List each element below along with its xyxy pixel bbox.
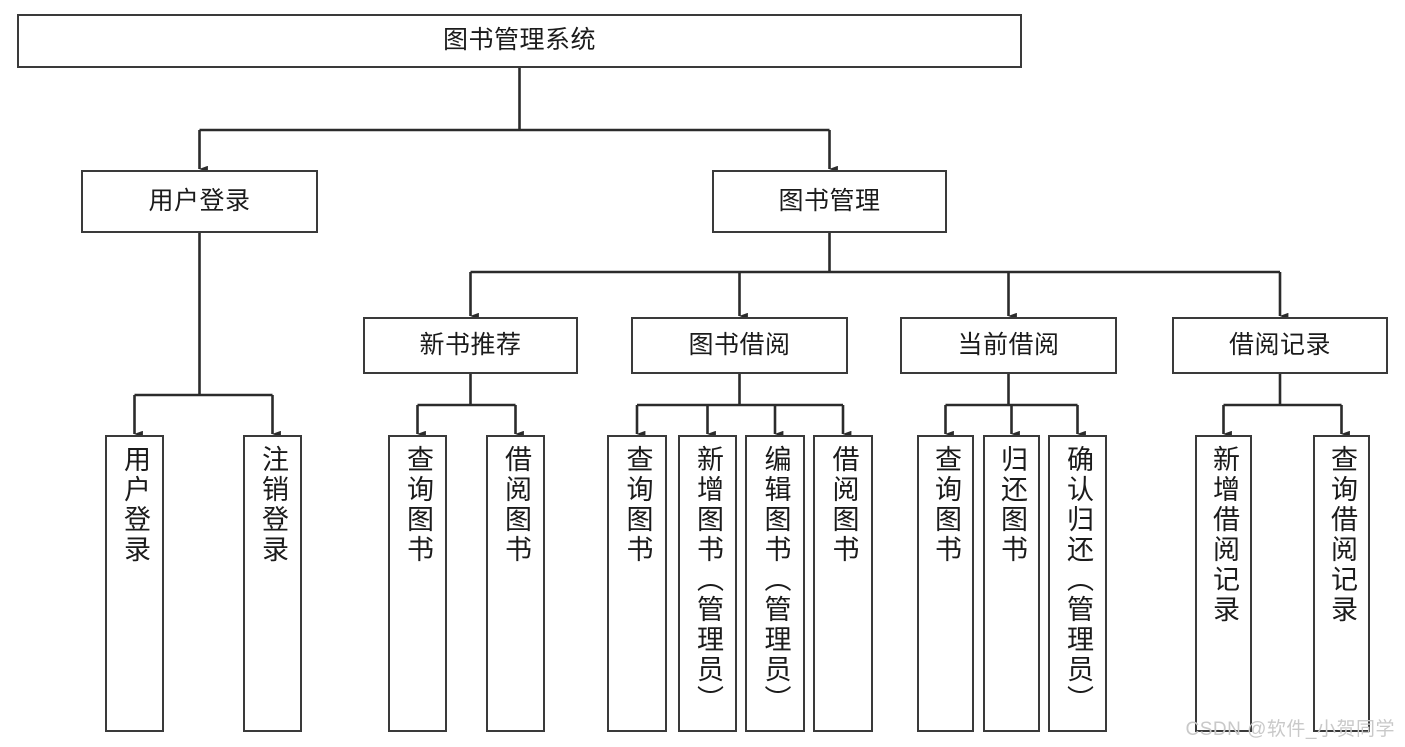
node-current-borrow[interactable]: 当前借阅: [900, 317, 1117, 374]
node-label: 编辑图书（管理员）: [760, 445, 791, 715]
node-label: 新书推荐: [419, 330, 522, 359]
node-label: 查询借阅记录: [1327, 445, 1357, 625]
node-leaf-query-record[interactable]: 查询借阅记录: [1313, 435, 1370, 732]
node-new-book-rec[interactable]: 新书推荐: [363, 317, 578, 374]
node-leaf-edit-book[interactable]: 编辑图书（管理员）: [745, 435, 805, 732]
node-user-login[interactable]: 用户登录: [81, 170, 318, 233]
node-label: 查询图书: [931, 445, 961, 565]
node-label: 当前借阅: [957, 330, 1060, 359]
node-leaf-user-login[interactable]: 用户登录: [105, 435, 164, 732]
node-label: 新增图书（管理员）: [693, 445, 723, 715]
node-label: 新增借阅记录: [1209, 445, 1239, 625]
node-label: 归还图书: [997, 445, 1027, 565]
node-leaf-add-record[interactable]: 新增借阅记录: [1195, 435, 1252, 732]
node-book-manage[interactable]: 图书管理: [712, 170, 947, 233]
node-root[interactable]: 图书管理系统: [17, 14, 1022, 68]
node-label: 图书管理: [778, 186, 881, 215]
node-label: 用户登录: [148, 186, 251, 215]
node-leaf-borrow-book-2[interactable]: 借阅图书: [813, 435, 873, 732]
node-label: 查询图书: [622, 445, 653, 565]
node-label: 图书借阅: [688, 330, 791, 359]
node-label: 查询图书: [403, 445, 433, 565]
node-leaf-confirm-return[interactable]: 确认归还（管理员）: [1048, 435, 1107, 732]
node-label: 借阅图书: [828, 445, 859, 565]
node-leaf-query-book-1[interactable]: 查询图书: [388, 435, 447, 732]
node-label: 确认归还（管理员）: [1063, 445, 1093, 715]
node-leaf-add-book[interactable]: 新增图书（管理员）: [678, 435, 737, 732]
node-leaf-query-book-3[interactable]: 查询图书: [917, 435, 974, 732]
csdn-watermark: CSDN @软件_小贺同学: [1185, 719, 1395, 740]
node-leaf-return-book[interactable]: 归还图书: [983, 435, 1040, 732]
node-label: 借阅记录: [1228, 330, 1331, 359]
node-leaf-query-book-2[interactable]: 查询图书: [607, 435, 667, 732]
node-label: 注销登录: [258, 445, 288, 565]
node-label: 图书管理系统: [442, 26, 596, 55]
node-label: 用户登录: [120, 445, 150, 565]
node-leaf-logout[interactable]: 注销登录: [243, 435, 302, 732]
node-book-borrow[interactable]: 图书借阅: [631, 317, 848, 374]
node-label: 借阅图书: [501, 445, 531, 565]
node-borrow-record[interactable]: 借阅记录: [1172, 317, 1388, 374]
node-leaf-borrow-book-1[interactable]: 借阅图书: [486, 435, 545, 732]
